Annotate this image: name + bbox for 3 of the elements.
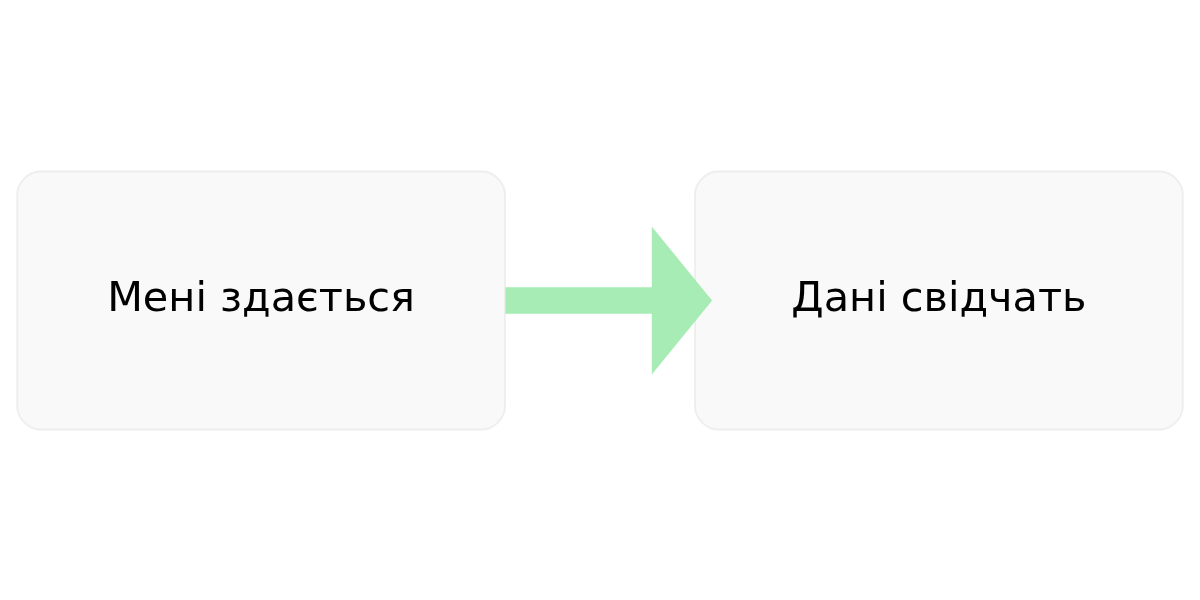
node-box: Мені здається bbox=[16, 170, 506, 430]
arrow bbox=[505, 226, 713, 374]
node-box: Дані свідчать bbox=[694, 170, 1184, 430]
